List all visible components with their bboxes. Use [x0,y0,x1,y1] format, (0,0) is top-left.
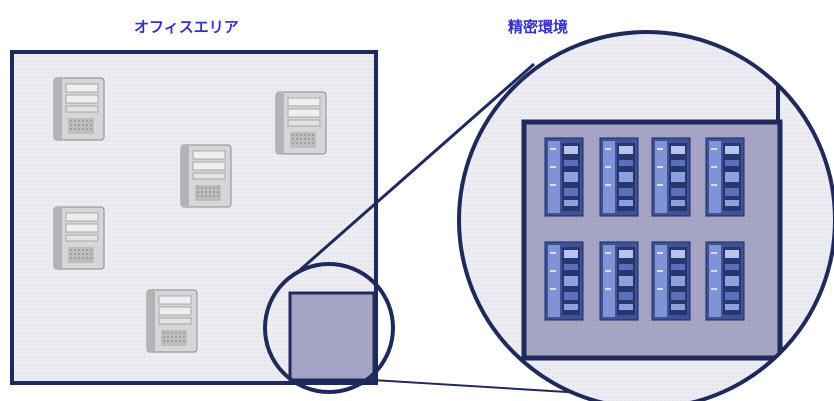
zoom-connector-top [299,62,535,272]
zoom-source-circle [263,262,395,394]
server-rack-icon [651,241,691,321]
tower-server-icon [275,91,327,155]
office-area-label: オフィスエリア [134,18,239,36]
server-rack-icon [599,241,639,321]
server-rack-icon [544,137,584,217]
precision-room-small [288,291,376,382]
zoom-target-circle [457,30,834,401]
server-rack-icon [705,137,745,217]
precision-environment-label: 精密環境 [508,18,569,36]
server-rack-icon [599,137,639,217]
zoom-detail-view [459,32,834,401]
tower-server-icon [53,206,105,270]
server-rack-icon [651,137,691,217]
tower-server-icon [180,144,232,208]
server-rack-icon [705,241,745,321]
server-rack-icon [544,241,584,321]
tower-server-icon [146,289,198,353]
tower-server-icon [53,77,105,141]
